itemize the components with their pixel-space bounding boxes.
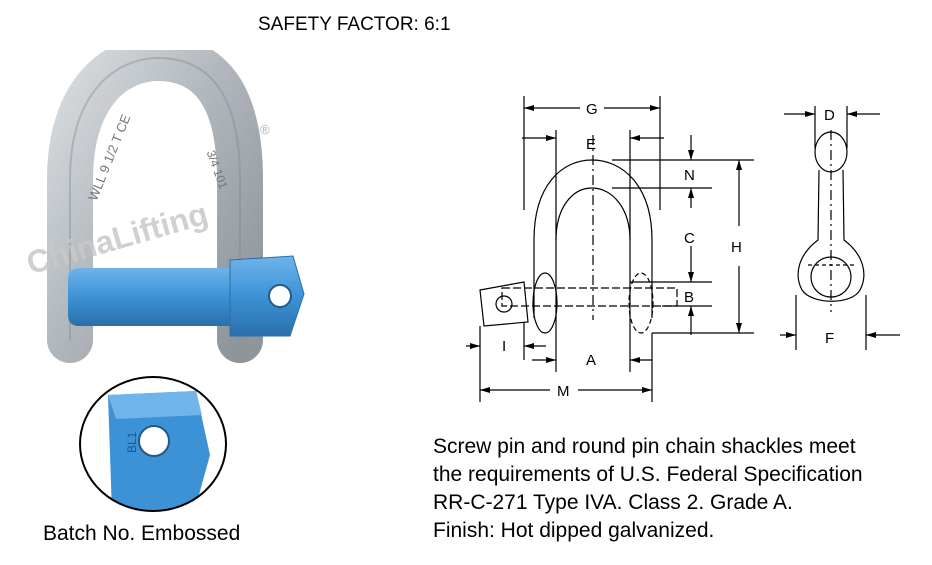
dimension-label-h: H [731,239,742,256]
spec-line-1: Screw pin and round pin chain shackles m… [433,435,856,458]
dimension-label-e: E [586,136,596,153]
spec-line-3: RR-C-271 Type IVA. Class 2. Grade A. [433,491,793,514]
dimension-label-g: G [586,101,598,118]
dimension-label-i: I [502,338,506,355]
dimension-drawing: G E N C H B A I M D F [466,96,900,402]
safety-factor-heading: SAFETY FACTOR: 6:1 [258,14,451,35]
specification-text: Screw pin and round pin chain shackles m… [433,433,923,545]
dimension-label-d: D [824,107,835,124]
dimension-label-a: A [586,352,596,369]
batch-closeup-inset: BL1 [79,376,227,512]
registered-mark: ® [260,122,270,137]
batch-mark-text: BL1 [125,431,139,453]
batch-caption: Batch No. Embossed [43,522,241,545]
shackle-photo: ChinaLifting ® WLL 9 1/2 T CE 3/4 101 [22,50,305,363]
dimension-label-m: M [557,383,570,400]
dimension-label-c: C [684,230,695,247]
dimension-label-b: B [684,289,694,306]
spec-line-2: the requirements of U.S. Federal Specifi… [433,463,863,486]
dimension-label-n: N [684,167,695,184]
spec-line-4: Finish: Hot dipped galvanized. [433,519,715,542]
dimension-label-f: F [825,330,834,347]
